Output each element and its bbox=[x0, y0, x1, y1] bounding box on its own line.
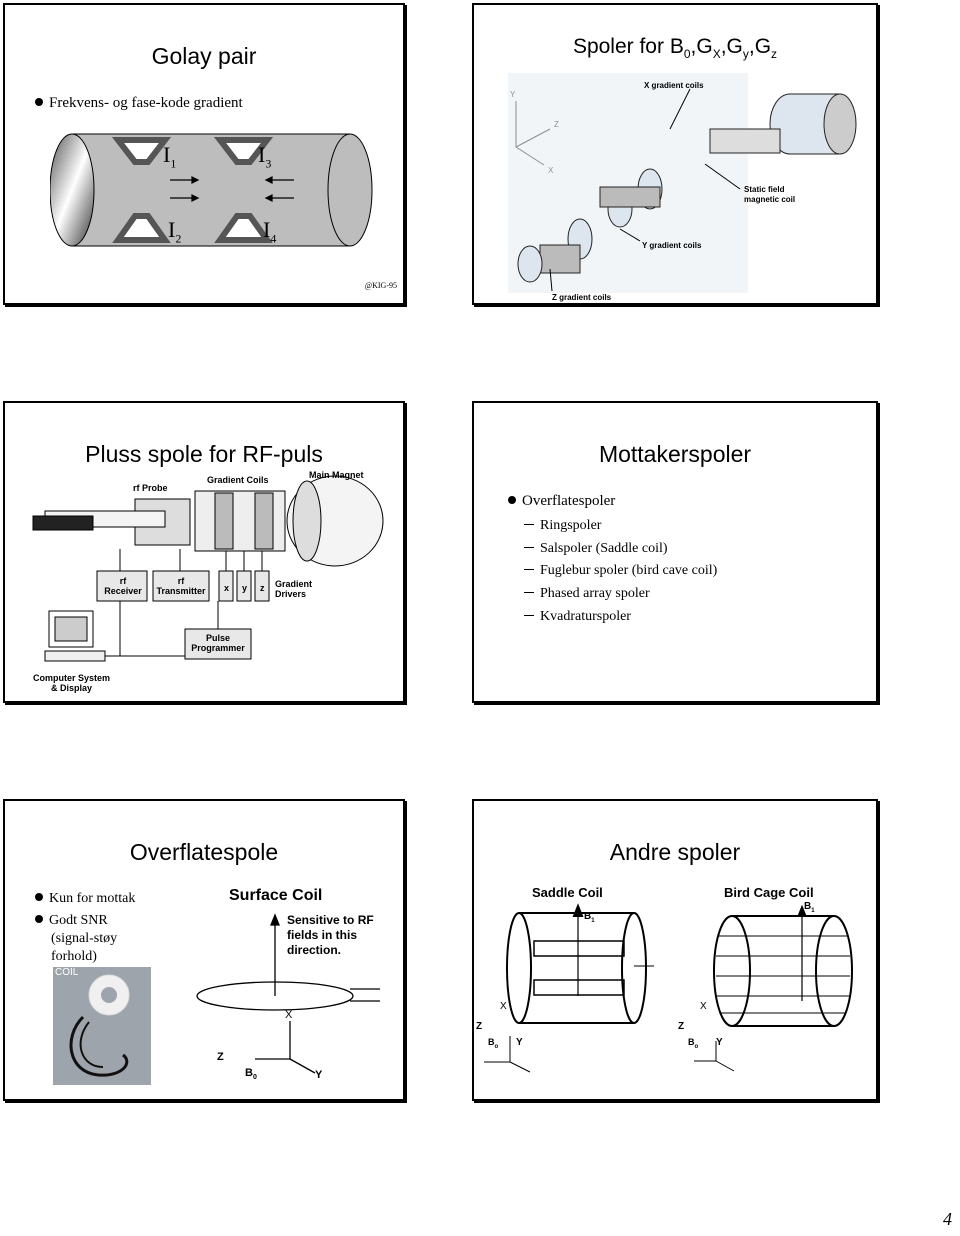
label-computer-system: Computer System& Display bbox=[33, 673, 111, 693]
label-x-gradient-coils: X gradient coils bbox=[644, 81, 704, 90]
slide-golay-pair: Golay pair Frekvens- og fase-kode gradie… bbox=[3, 3, 405, 305]
slide-title: Overflatespole bbox=[129, 839, 279, 865]
bullet: Godt SNR bbox=[35, 913, 108, 929]
surface-coil-label: Surface Coil bbox=[229, 887, 323, 904]
label-gradient-coils: Gradient Coils bbox=[207, 475, 269, 485]
label-magnetic-coil: magnetic coil bbox=[744, 195, 796, 204]
bird-axis-y: Y bbox=[716, 1037, 723, 1048]
bullet: Frekvens- og fase-kode gradient bbox=[35, 95, 243, 112]
saddle-axis-y: Y bbox=[516, 1037, 523, 1048]
saddle-axis-x: X bbox=[500, 1001, 507, 1012]
saddle-b1-label: B1 bbox=[584, 911, 595, 924]
slide-mottakerspoler: Mottakerspoler Overflatespoler Ringspole… bbox=[472, 401, 878, 703]
label-z: z bbox=[260, 583, 265, 593]
label-main-magnet: Main Magnet bbox=[309, 470, 364, 480]
slide-title: Golay pair bbox=[151, 43, 257, 69]
credit: @KIG-95 bbox=[364, 281, 397, 290]
slide-title: Andre spoler bbox=[609, 839, 741, 865]
surface-coil-diagram bbox=[196, 913, 380, 1074]
bullet-continuation: forhold) bbox=[51, 949, 97, 964]
bullet-dot-icon bbox=[35, 98, 43, 106]
subitem: Phased array spoler bbox=[524, 586, 650, 602]
label-i3: I3 bbox=[258, 142, 272, 171]
slide-rf-puls: Pluss spole for RF-puls Main Magnet bbox=[3, 401, 405, 703]
bird-axis-b0: Bo bbox=[688, 1037, 699, 1050]
gradient-coils-diagram: Y Z X bbox=[508, 73, 857, 293]
coil-photo-icon bbox=[69, 974, 130, 1077]
slide-spoler: Spoler for B0,GX,Gy,Gz Y Z X X bbox=[472, 3, 878, 305]
label-static-field: Static field bbox=[744, 185, 785, 194]
saddle-axis-b0: Bo bbox=[488, 1037, 499, 1050]
bird-axis-z: Z bbox=[678, 1021, 685, 1032]
bird-axis-x: X bbox=[700, 1001, 707, 1012]
label-x: x bbox=[224, 583, 230, 593]
saddle-axis-z: Z bbox=[476, 1021, 483, 1032]
axis-b0: B0 bbox=[245, 1067, 257, 1082]
saddle-coil-label: Saddle Coil bbox=[532, 885, 603, 900]
axis-y: Y bbox=[315, 1069, 323, 1081]
slide-overflatespole: Overflatespole Kun for mottak Godt SNR (… bbox=[3, 799, 405, 1101]
subitem: Ringspoler bbox=[524, 518, 601, 534]
mri-system-diagram bbox=[32, 475, 384, 662]
axis-x: X bbox=[285, 1009, 293, 1021]
label-y: y bbox=[242, 583, 248, 593]
label-z-gradient-coils: Z gradient coils bbox=[552, 293, 612, 302]
label-rf-probe: rf Probe bbox=[133, 483, 168, 493]
photo-label: COIL bbox=[55, 967, 79, 978]
bird-cage-diagram bbox=[694, 904, 853, 1072]
subitem: Salspoler (Saddle coil) bbox=[524, 541, 668, 557]
subitem: Kvadraturspoler bbox=[524, 609, 631, 625]
slide-andre-spoler: Andre spoler Saddle Coil Bird Cage Coil … bbox=[472, 799, 878, 1101]
bullet: Kun for mottak bbox=[35, 891, 135, 907]
saddle-coil-diagram bbox=[484, 903, 654, 1073]
page-number: 4 bbox=[943, 1209, 952, 1229]
bird-cage-label: Bird Cage Coil bbox=[724, 885, 814, 900]
slide-title: Spoler for B0,GX,Gy,Gz bbox=[572, 35, 778, 62]
axis-z: Z bbox=[217, 1051, 224, 1063]
label-i2: I2 bbox=[168, 217, 182, 246]
bullet-dot-icon bbox=[508, 496, 516, 504]
bullet-continuation: (signal-støy bbox=[51, 931, 118, 946]
label-i4: I4 bbox=[263, 217, 277, 246]
label-y-gradient-coils: Y gradient coils bbox=[642, 241, 702, 250]
subitem: Fuglebur spoler (bird cave coil) bbox=[524, 563, 717, 579]
slide-title: Mottakerspoler bbox=[598, 441, 752, 467]
label-i1: I1 bbox=[163, 142, 177, 171]
bullet: Overflatespoler bbox=[508, 493, 615, 510]
bird-b1-label: B1 bbox=[804, 901, 815, 914]
coil-photo: COIL bbox=[53, 967, 151, 1085]
golay-coil-diagram bbox=[50, 133, 373, 247]
slide-title: Pluss spole for RF-puls bbox=[85, 441, 323, 467]
